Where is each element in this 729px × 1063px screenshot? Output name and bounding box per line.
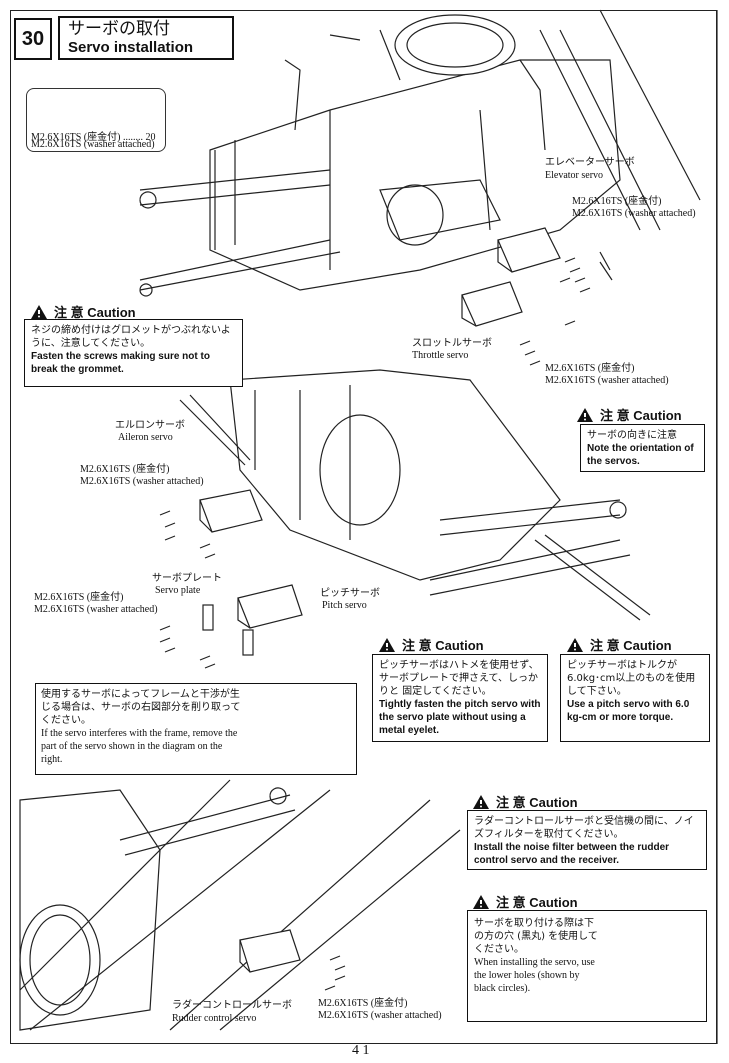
caution-orientation-jp: サーボの向きに注意: [587, 430, 677, 441]
caution-pitch-plate-box: ピッチサーボはハトメを使用せず、サーボプレートで押さえて、しっかりと 固定してく…: [372, 654, 548, 742]
warning-icon: [31, 304, 47, 319]
caution-noise-box: ラダーコントロールサーボと受信機の間に、ノイズフィルターを取付てください。 In…: [467, 810, 707, 870]
caution-heading-text: 注 意 Caution: [496, 795, 578, 810]
interference-en: If the servo interferes with the frame, …: [41, 728, 238, 765]
title-jp: サーボの取付: [68, 19, 170, 39]
warning-icon: [473, 794, 489, 809]
rudder-label-en: Rudder control servo: [172, 1013, 257, 1024]
throttle-screw-en: M2.6X16TS (washer attached): [545, 375, 669, 386]
throttle-screw-jp: M2.6X16TS (座金付): [545, 363, 635, 374]
warning-icon: [473, 894, 489, 909]
rudder-label-jp: ラダーコントロールサーボ: [172, 1000, 292, 1011]
interference-jp: 使用するサーボによってフレームと干渉が生じる場合は、サーボの右図部分を削り取って…: [41, 689, 241, 726]
step-title: サーボの取付 Servo installation: [58, 16, 234, 60]
caution-heading-text: 注 意 Caution: [590, 638, 672, 653]
caution-torque-en: Use a pitch servo with 6.0 kg-cm or more…: [567, 699, 690, 723]
caution-heading-text: 注 意 Caution: [402, 638, 484, 653]
warning-icon: [577, 407, 593, 422]
caution-grommet-jp: ネジの締め付けはグロメットがつぶれないように、注意してください。: [31, 325, 231, 349]
aileron-screw-jp: M2.6X16TS (座金付): [80, 464, 170, 475]
throttle-label-en: Throttle servo: [412, 350, 469, 361]
rudder-screw-jp: M2.6X16TS (座金付): [318, 998, 408, 1009]
elevator-screw-en: M2.6X16TS (washer attached): [572, 208, 696, 219]
caution-heading-text: 注 意 Caution: [496, 895, 578, 910]
aileron-label-jp: エルロンサーボ: [115, 420, 185, 431]
page-frame: [10, 10, 717, 1044]
elevator-label-jp: エレベーターサーボ: [545, 157, 635, 168]
caution-heading-text: 注 意 Caution: [54, 305, 136, 320]
plate-label-jp: サーボプレート: [152, 573, 222, 584]
caution-orientation-box: サーボの向きに注意 Note the orientation of the se…: [580, 424, 705, 472]
caution-noise-jp: ラダーコントロールサーボと受信機の間に、ノイズフィルターを取付てください。: [474, 816, 694, 840]
caution-torque-box: ピッチサーボはトルクが6.0kg･cm以上のものを使用して下さい。 Use a …: [560, 654, 710, 742]
pitch-screw-en: M2.6X16TS (washer attached): [34, 604, 158, 615]
aileron-label-en: Aileron servo: [118, 432, 173, 443]
caution-grommet-box: ネジの締め付けはグロメットがつぶれないように、注意してください。 Fasten …: [24, 319, 243, 387]
caution-heading-orientation: 注 意 Caution: [576, 405, 682, 424]
title-en: Servo installation: [68, 39, 194, 56]
caution-heading-grommet: 注 意 Caution: [30, 302, 136, 321]
caution-heading-noise: 注 意 Caution: [472, 792, 578, 811]
parts-box: M2.6X16TS (座金付) ........ 20 M2.6X16TS (w…: [26, 88, 166, 152]
interference-note: 使用するサーボによってフレームと干渉が生じる場合は、サーボの右図部分を削り取って…: [35, 683, 357, 775]
pitch-screw-jp: M2.6X16TS (座金付): [34, 592, 124, 603]
aileron-screw-en: M2.6X16TS (washer attached): [80, 476, 204, 487]
pitch-label-en: Pitch servo: [322, 600, 367, 611]
caution-heading-torque: 注 意 Caution: [566, 635, 672, 654]
caution-heading-pitch-plate: 注 意 Caution: [378, 635, 484, 654]
warning-icon: [567, 637, 583, 652]
caution-lower-holes-box: サーボを取り付ける際は下の方の穴 (黒丸) を使用してください。 When in…: [467, 910, 707, 1022]
pitch-label-jp: ピッチサーボ: [320, 588, 380, 599]
step-number: 30: [14, 18, 52, 60]
warning-icon: [379, 637, 395, 652]
caution-pitch-plate-en: Tightly fasten the pitch servo with the …: [379, 699, 541, 736]
elevator-label-en: Elevator servo: [545, 170, 604, 181]
caution-grommet-en: Fasten the screws making sure not to bre…: [31, 351, 210, 375]
page-number: 4 1: [352, 1043, 370, 1058]
caution-lower-holes-en: When installing the servo, use the lower…: [474, 957, 595, 994]
caution-lower-holes-jp: サーボを取り付ける際は下の方の穴 (黒丸) を使用してください。: [474, 918, 598, 955]
caution-torque-jp: ピッチサーボはトルクが6.0kg･cm以上のものを使用して下さい。: [567, 660, 696, 697]
caution-noise-en: Install the noise filter between the rud…: [474, 842, 670, 866]
caution-pitch-plate-jp: ピッチサーボはハトメを使用せず、サーボプレートで押さえて、しっかりと 固定してく…: [379, 660, 539, 697]
parts-line-jp: M2.6X16TS (座金付) ........ 20: [31, 132, 156, 143]
caution-heading-text: 注 意 Caution: [600, 408, 682, 423]
rudder-screw-en: M2.6X16TS (washer attached): [318, 1010, 442, 1021]
elevator-screw-jp: M2.6X16TS (座金付): [572, 196, 662, 207]
caution-heading-lower-holes: 注 意 Caution: [472, 892, 578, 911]
parts-line-en: M2.6X16TS (washer attached): [31, 139, 155, 150]
plate-label-en: Servo plate: [155, 585, 201, 596]
throttle-label-jp: スロットルサーボ: [412, 338, 492, 349]
caution-orientation-en: Note the orientation of the servos.: [587, 443, 694, 467]
